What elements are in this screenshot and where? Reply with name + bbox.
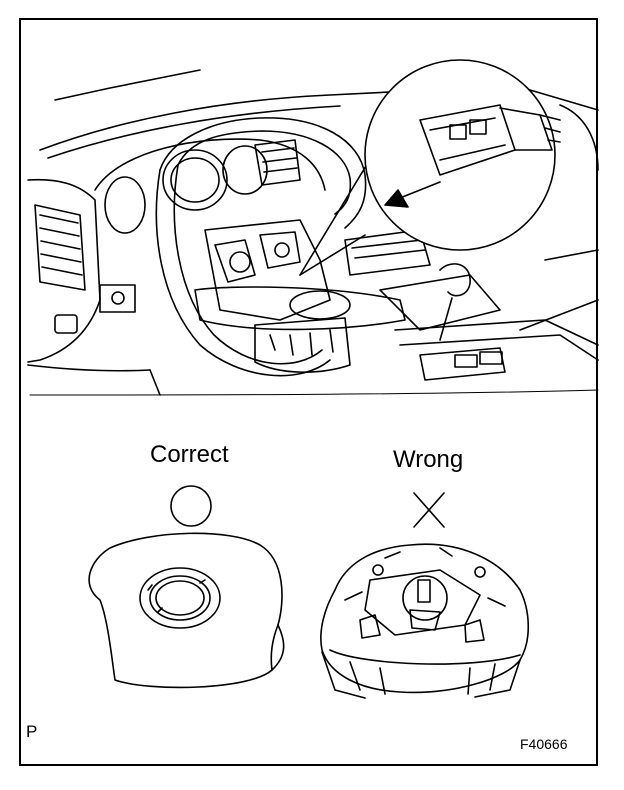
wrong-label: Wrong xyxy=(393,446,464,473)
correct-label: Correct xyxy=(150,441,229,468)
dashboard-illustration xyxy=(27,69,599,396)
wrong-cross-symbol xyxy=(413,492,445,528)
page-marker: P xyxy=(26,722,38,741)
airbag-pad-wrong xyxy=(320,543,530,699)
connector-callout xyxy=(299,59,561,276)
correct-circle-symbol xyxy=(170,485,212,527)
figure-code: F40666 xyxy=(520,736,568,752)
airbag-pad-correct xyxy=(88,532,285,689)
